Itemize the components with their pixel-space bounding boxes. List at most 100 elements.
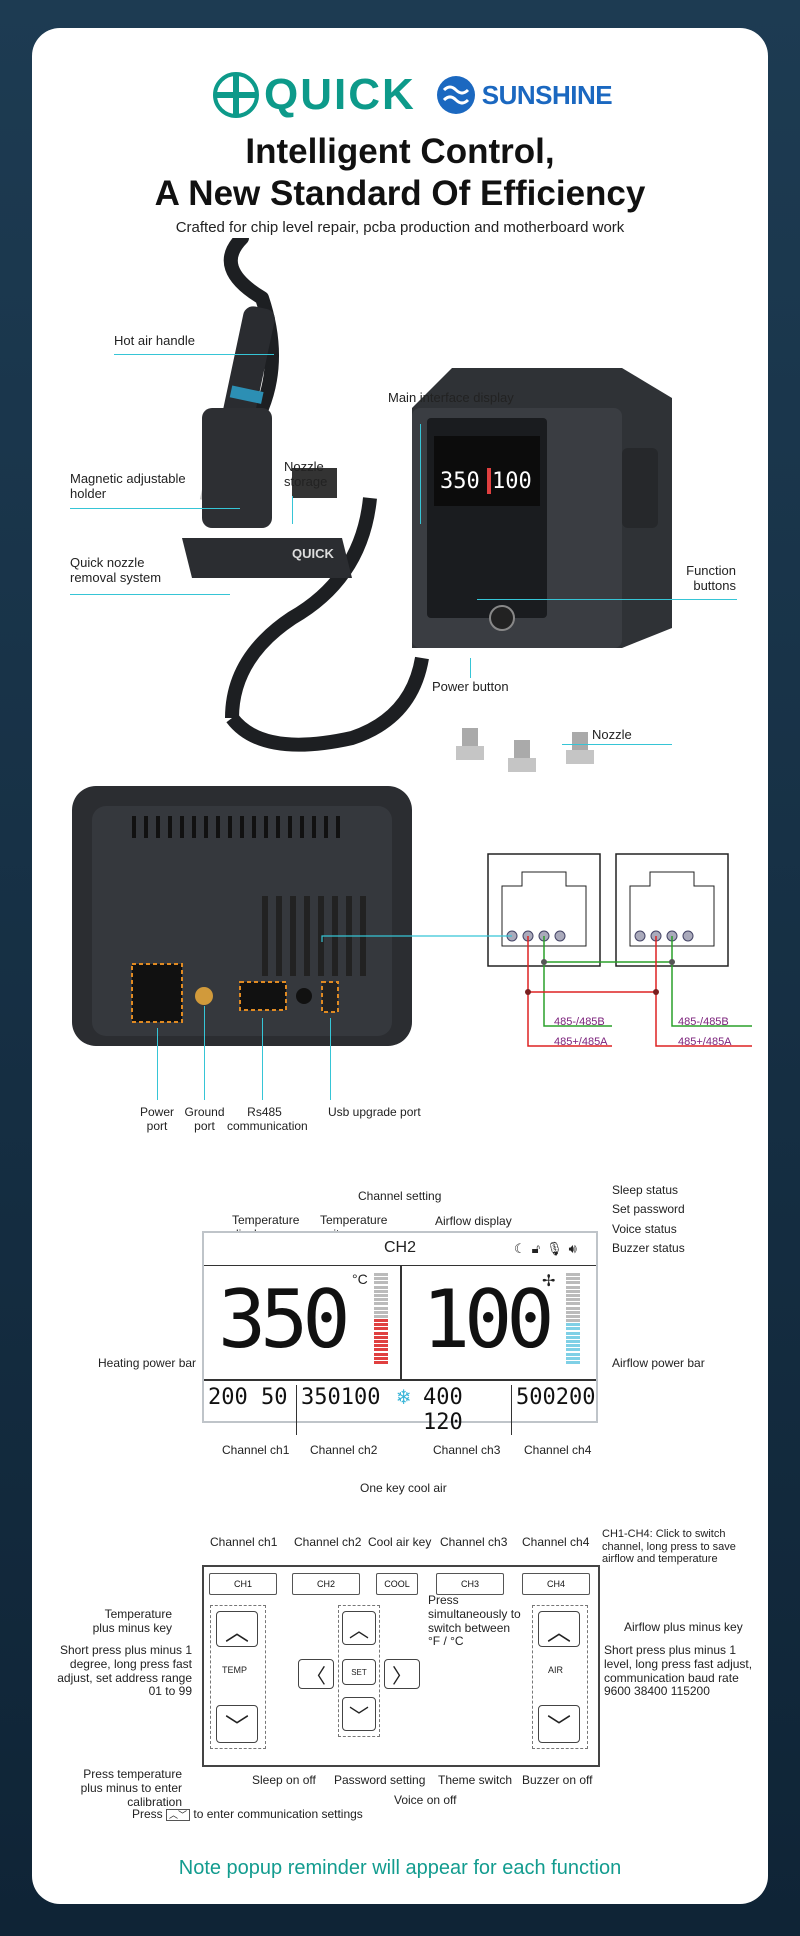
power-bar-segment — [374, 1323, 388, 1327]
callout-ch-description: CH1-CH4: Click to switch channel, long p… — [602, 1528, 736, 1566]
chevron-down-icon: ﹀ — [547, 1713, 571, 1741]
center-up-button[interactable]: ︿ — [342, 1611, 376, 1645]
set-button[interactable]: SET — [342, 1659, 376, 1685]
callout-one-key-cool-air: One key cool air — [360, 1481, 447, 1495]
air-down-button[interactable]: ﹀ — [538, 1705, 580, 1743]
callout-magnetic-holder: Magnetic adjustable holder — [70, 471, 186, 501]
power-bar-segment — [374, 1302, 388, 1306]
ch3-button[interactable]: CH3 — [436, 1573, 504, 1595]
heating-power-bar — [374, 1273, 388, 1365]
speaker-icon: 🔊︎ — [568, 1241, 577, 1256]
page-title-line1: Intelligent Control, — [245, 132, 555, 171]
callout-short-press-temp: Short press plus minus 1 degree, long pr… — [57, 1643, 192, 1699]
ch4-button[interactable]: CH4 — [522, 1573, 590, 1595]
air-key-group — [532, 1605, 588, 1749]
brand-sunshine-text: SUNSHINE — [481, 79, 613, 110]
callout-line — [292, 496, 293, 524]
callout-power-button: Power button — [432, 679, 509, 694]
temp-up-button[interactable]: ︿ — [216, 1611, 258, 1647]
svg-text:100: 100 — [492, 469, 532, 494]
callout-quick-nozzle: Quick nozzle removal system — [70, 555, 162, 585]
air-up-button[interactable]: ︿ — [538, 1611, 580, 1647]
callout-buzzer-on-off: Buzzer on off — [522, 1773, 593, 1787]
power-bar-segment — [374, 1356, 388, 1360]
cool-button[interactable]: COOL — [376, 1573, 418, 1595]
callout-theme-switch: Theme switch — [438, 1773, 513, 1787]
callout-press-switch: Press simultaneously to switch between °… — [428, 1593, 521, 1649]
up-down-key-icon: ︿﹀ — [166, 1809, 191, 1821]
center-down-button[interactable]: ﹀ — [342, 1697, 376, 1731]
fan-icon: ✢ — [542, 1273, 556, 1290]
page-subtitle: Crafted for chip level repair, pcba prod… — [175, 219, 625, 236]
power-bar-segment — [374, 1327, 388, 1331]
callout-line — [204, 1006, 205, 1100]
callout-password-setting: Password setting — [334, 1773, 426, 1787]
nozzle-set — [456, 728, 594, 772]
callout-function-buttons: Function buttons — [686, 563, 736, 593]
microphone-icon: 🎙︎ — [546, 1241, 563, 1256]
callout-line — [70, 594, 230, 595]
power-bar-segment — [566, 1285, 580, 1289]
callout-key-ch4: Channel ch4 — [522, 1535, 590, 1549]
power-bar-segment — [566, 1277, 580, 1281]
svg-text:350: 350 — [440, 469, 480, 494]
label-rs485: Rs485 communication — [227, 1105, 308, 1133]
power-bar-segment — [374, 1348, 388, 1352]
callout-set-password: Set password — [612, 1202, 685, 1216]
power-bar-segment — [566, 1344, 580, 1348]
callout-line — [420, 424, 421, 524]
callout-sleep-status: Sleep status — [612, 1183, 679, 1197]
power-bar-segment — [566, 1289, 580, 1293]
power-bar-segment — [374, 1331, 388, 1335]
lcd-channel: CH2 — [384, 1239, 417, 1256]
callout-voice-status: Voice status — [612, 1222, 677, 1236]
power-bar-segment — [566, 1314, 580, 1318]
lcd-status-icons: ☾ 🔓︎ 🎙︎ 🔊︎ — [514, 1241, 577, 1257]
right-button[interactable]: 〉 — [384, 1659, 420, 1689]
sunshine-logo-icon — [436, 76, 475, 114]
keypad-panel: CH1 CH2 COOL CH3 CH4 ︿ TEMP ﹀ ︿ SET ﹀ 〈 … — [202, 1565, 600, 1767]
temp-key-group — [210, 1605, 266, 1749]
power-bar-segment — [374, 1285, 388, 1289]
callout-line — [470, 658, 471, 678]
callout-temp-plus-minus: Temperature plus minus key — [92, 1607, 172, 1635]
callout-key-ch3: Channel ch3 — [440, 1535, 508, 1549]
temp-down-button[interactable]: ﹀ — [216, 1705, 258, 1743]
power-bar-segment — [374, 1293, 388, 1297]
power-bar-segment — [566, 1281, 580, 1285]
rs485-right-b: 485-/485B — [678, 1016, 729, 1028]
brand-quick-text: QUICK — [264, 70, 416, 119]
power-bar-segment — [374, 1281, 388, 1285]
rs485-right-a: 485+/485A — [678, 1036, 732, 1048]
power-bar-segment — [566, 1327, 580, 1331]
label-usb: Usb upgrade port — [328, 1105, 421, 1119]
lock-icon: 🔓︎ — [531, 1241, 541, 1256]
callout-buzzer-status: Buzzer status — [612, 1241, 685, 1255]
power-bar-segment — [374, 1319, 388, 1323]
callout-line — [562, 744, 672, 745]
chevron-down-icon: ﹀ — [349, 1705, 369, 1728]
power-bar-segment — [374, 1277, 388, 1281]
power-bar-segment — [374, 1340, 388, 1343]
power-bar-segment — [374, 1310, 388, 1314]
callout-cool-air-key: Cool air key — [368, 1535, 432, 1549]
ch2-button[interactable]: CH2 — [292, 1573, 360, 1595]
callout-airflow-power-bar: Airflow power bar — [612, 1356, 705, 1370]
left-button[interactable]: 〈 — [298, 1659, 334, 1689]
callout-temp-calibration: Press temperature plus minus to enter ca… — [80, 1767, 182, 1809]
ch1-button[interactable]: CH1 — [209, 1573, 277, 1595]
power-bar-segment — [566, 1273, 580, 1276]
chevron-down-icon: ﹀ — [225, 1713, 249, 1741]
content-card: QUICK SUNSHINE Intelligent Control, A Ne… — [32, 28, 768, 1904]
lcd-airflow: 100 — [422, 1273, 554, 1366]
power-bar-segment — [374, 1273, 388, 1276]
chevron-up-icon: ︿ — [349, 1619, 369, 1642]
power-bar-segment — [374, 1352, 388, 1356]
power-bar-segment — [566, 1340, 580, 1343]
power-bar-segment — [566, 1319, 580, 1323]
quick-logo-icon — [213, 72, 259, 118]
preset-ch3: 400 120 — [423, 1385, 463, 1435]
callout-channel-ch4: Channel ch4 — [524, 1443, 592, 1457]
callout-line — [114, 354, 274, 355]
power-bar-segment — [566, 1310, 580, 1314]
